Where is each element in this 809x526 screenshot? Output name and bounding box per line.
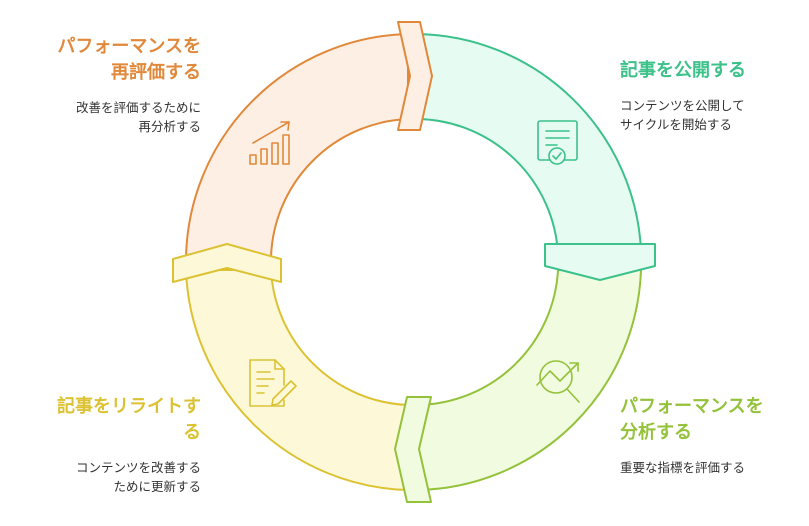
certificate-icon [537,120,578,165]
bar-chart-up-icon [249,121,290,165]
step-analyze-desc: 重要な指標を評価する [620,458,764,477]
chevron-right-icon [544,243,656,281]
segment-publish [417,33,642,255]
step-reevaluate-desc-line-2: 再分析する [138,119,201,134]
step-reevaluate: パフォーマンスを 再評価する 改善を評価するために 再分析する [57,34,201,136]
segment-reevaluate [185,33,409,259]
step-reevaluate-title-line-2: 再評価する [111,62,201,83]
step-analyze-title-line-2: 分析する [620,422,692,443]
step-publish-desc: コンテンツを公開して サイクルを開始する [620,96,746,134]
step-reevaluate-title-line-1: パフォーマンスを [57,36,201,57]
step-analyze: パフォーマンスを 分析する 重要な指標を評価する [620,394,764,477]
step-rewrite: 記事をリライトす る コンテンツを改善する ために更新する [57,394,201,496]
step-reevaluate-desc-line-1: 改善を評価するために [75,100,201,115]
step-rewrite-title: 記事をリライトす る [57,394,201,446]
segment-rewrite [185,269,409,491]
chevron-bottom-icon [394,396,432,503]
segment-analyze [417,269,642,491]
step-publish-title-line-1: 記事を公開する [620,60,746,81]
step-rewrite-desc: コンテンツを改善する ために更新する [57,458,201,496]
step-publish-title: 記事を公開する [620,58,746,84]
step-publish: 記事を公開する コンテンツを公開して サイクルを開始する [620,58,746,134]
document-edit-icon [249,359,297,407]
trend-analysis-icon [536,360,580,403]
chevron-left-icon [172,243,282,283]
step-rewrite-title-line-1: 記事をリライトす [57,396,201,417]
chevron-top-icon [397,21,433,131]
step-analyze-desc-line-1: 重要な指標を評価する [620,460,746,475]
step-reevaluate-title: パフォーマンスを 再評価する [57,34,201,86]
step-rewrite-title-line-2: る [183,422,201,443]
step-rewrite-desc-line-1: コンテンツを改善する [75,460,201,475]
step-reevaluate-desc: 改善を評価するために 再分析する [57,98,201,136]
step-publish-desc-line-2: サイクルを開始する [620,117,732,132]
step-analyze-title-line-1: パフォーマンスを [620,396,764,417]
step-publish-desc-line-1: コンテンツを公開して [620,98,745,113]
step-rewrite-desc-line-2: ために更新する [113,479,201,494]
step-analyze-title: パフォーマンスを 分析する [620,394,764,446]
